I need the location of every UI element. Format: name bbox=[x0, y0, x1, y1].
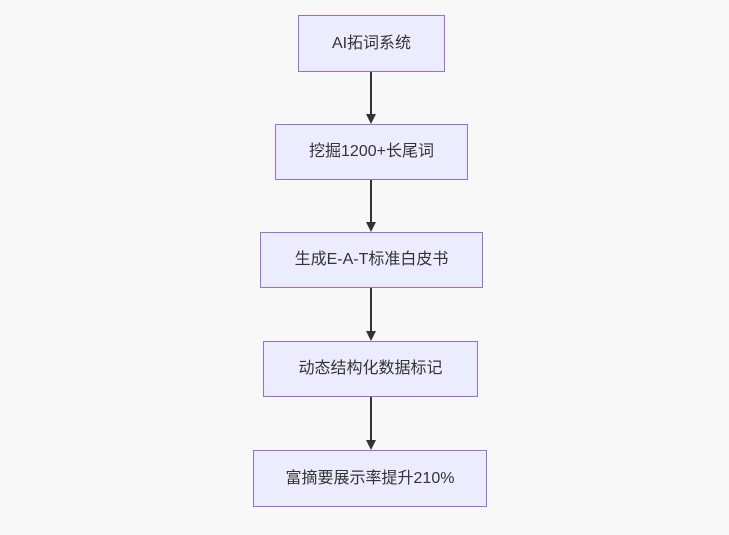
arrow-down-icon bbox=[366, 397, 376, 450]
node-eat-whitepaper-generation: 生成E-A-T标准白皮书 bbox=[260, 232, 483, 288]
node-dynamic-structured-data-markup: 动态结构化数据标记 bbox=[263, 341, 478, 397]
arrow-n2-n3 bbox=[364, 180, 378, 232]
arrow-n1-n2 bbox=[364, 72, 378, 124]
arrow-down-icon bbox=[366, 72, 376, 124]
node-label: 动态结构化数据标记 bbox=[298, 360, 443, 378]
arrow-n4-n5 bbox=[364, 397, 378, 450]
node-rich-snippet-rate-increase: 富摘要展示率提升210% bbox=[253, 450, 487, 507]
node-label: 挖掘1200+长尾词 bbox=[309, 143, 434, 161]
node-label: 富摘要展示率提升210% bbox=[285, 469, 455, 487]
arrow-down-icon bbox=[366, 288, 376, 341]
node-longtail-keyword-mining: 挖掘1200+长尾词 bbox=[275, 124, 468, 180]
node-label: 生成E-A-T标准白皮书 bbox=[294, 251, 449, 269]
node-ai-word-expansion-system: AI拓词系统 bbox=[298, 15, 445, 72]
arrow-n3-n4 bbox=[364, 288, 378, 341]
arrow-down-icon bbox=[366, 180, 376, 232]
node-label: AI拓词系统 bbox=[331, 34, 412, 52]
